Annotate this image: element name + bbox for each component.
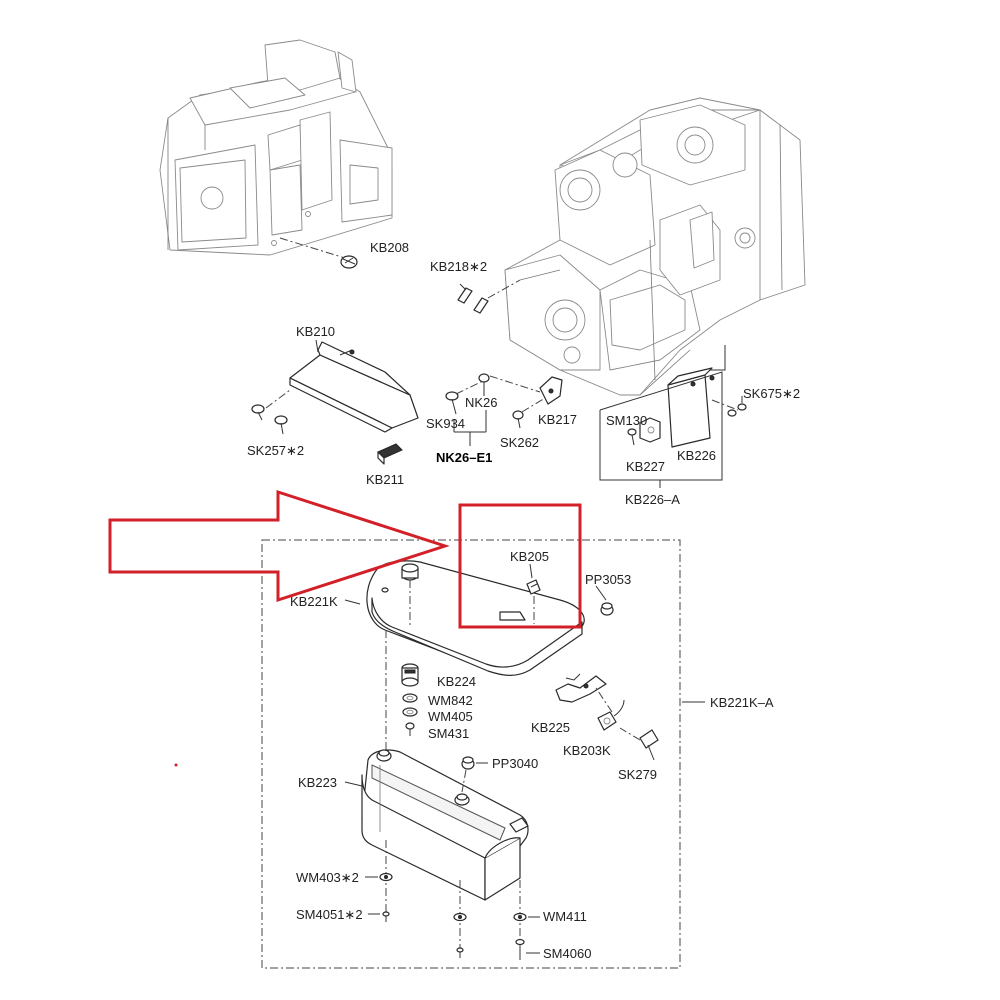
label-sm4051: SM4051∗2 bbox=[296, 907, 363, 922]
kb224-washer-stack bbox=[385, 630, 419, 750]
label-pp3053: PP3053 bbox=[585, 572, 631, 587]
red-highlight-box bbox=[458, 503, 582, 629]
label-kb208: KB208 bbox=[370, 240, 409, 255]
label-wm411: WM411 bbox=[543, 909, 587, 924]
label-kb226-a: KB226–A bbox=[625, 492, 680, 507]
nk26-sk934-set bbox=[445, 373, 541, 446]
leader-kb221k bbox=[344, 599, 361, 605]
label-kb223: KB223 bbox=[298, 775, 337, 790]
pp3053-plug bbox=[595, 585, 614, 616]
kb223-lower-tank bbox=[361, 749, 529, 901]
label-kb225: KB225 bbox=[531, 720, 570, 735]
kb210-guard-plate bbox=[289, 341, 419, 433]
kb225-spring-assembly bbox=[555, 673, 659, 761]
label-kb227: KB227 bbox=[626, 459, 665, 474]
label-sm4060: SM4060 bbox=[543, 946, 591, 961]
label-sm130: SM130 bbox=[606, 413, 647, 428]
label-sk257: SK257∗2 bbox=[247, 443, 304, 458]
label-kb226: KB226 bbox=[677, 448, 716, 463]
label-sk279: SK279 bbox=[618, 767, 657, 782]
label-kb218: KB218∗2 bbox=[430, 259, 487, 274]
leader-kb210 bbox=[315, 339, 319, 353]
kb218-pins bbox=[457, 279, 521, 314]
label-sk934: SK934 bbox=[426, 416, 465, 431]
label-sk262: SK262 bbox=[500, 435, 539, 450]
main-frame-casting bbox=[504, 97, 806, 396]
leader-kb205 bbox=[529, 563, 533, 579]
label-pp3040: PP3040 bbox=[492, 756, 538, 771]
kb221k-a-group-outline bbox=[261, 539, 681, 969]
kb226-bracket-assembly bbox=[599, 345, 747, 488]
sk257-screws bbox=[251, 389, 291, 435]
label-kb210: KB210 bbox=[296, 324, 335, 339]
leader-kb223 bbox=[344, 781, 363, 787]
kb205-clip bbox=[526, 579, 541, 624]
pp3040-plug bbox=[461, 756, 488, 793]
red-dot-marker bbox=[174, 763, 178, 767]
upper-housing-part bbox=[159, 39, 393, 256]
label-wm403: WM403∗2 bbox=[296, 870, 359, 885]
label-sm431: SM431 bbox=[428, 726, 469, 741]
label-wm842: WM842 bbox=[428, 693, 473, 708]
label-nk26-e1: NK26–E1 bbox=[436, 450, 492, 465]
kb211-block bbox=[377, 443, 403, 465]
kb208-screw bbox=[279, 237, 358, 269]
label-kb221k-a: KB221K–A bbox=[710, 695, 774, 710]
label-kb205: KB205 bbox=[510, 549, 549, 564]
label-kb224: KB224 bbox=[437, 674, 476, 689]
bottom-fasteners bbox=[379, 840, 527, 960]
label-nk26: NK26 bbox=[465, 395, 498, 410]
label-kb221k: KB221K bbox=[290, 594, 338, 609]
red-arrow-annotation bbox=[108, 489, 450, 603]
label-kb203k: KB203K bbox=[563, 743, 611, 758]
kb221k-cover-plate bbox=[366, 560, 585, 676]
label-kb217: KB217 bbox=[538, 412, 577, 427]
label-wm405: WM405 bbox=[428, 709, 473, 724]
sk262-kb217-parts bbox=[512, 376, 563, 429]
label-kb211: KB211 bbox=[366, 472, 404, 487]
label-sk675: SK675∗2 bbox=[743, 386, 800, 401]
